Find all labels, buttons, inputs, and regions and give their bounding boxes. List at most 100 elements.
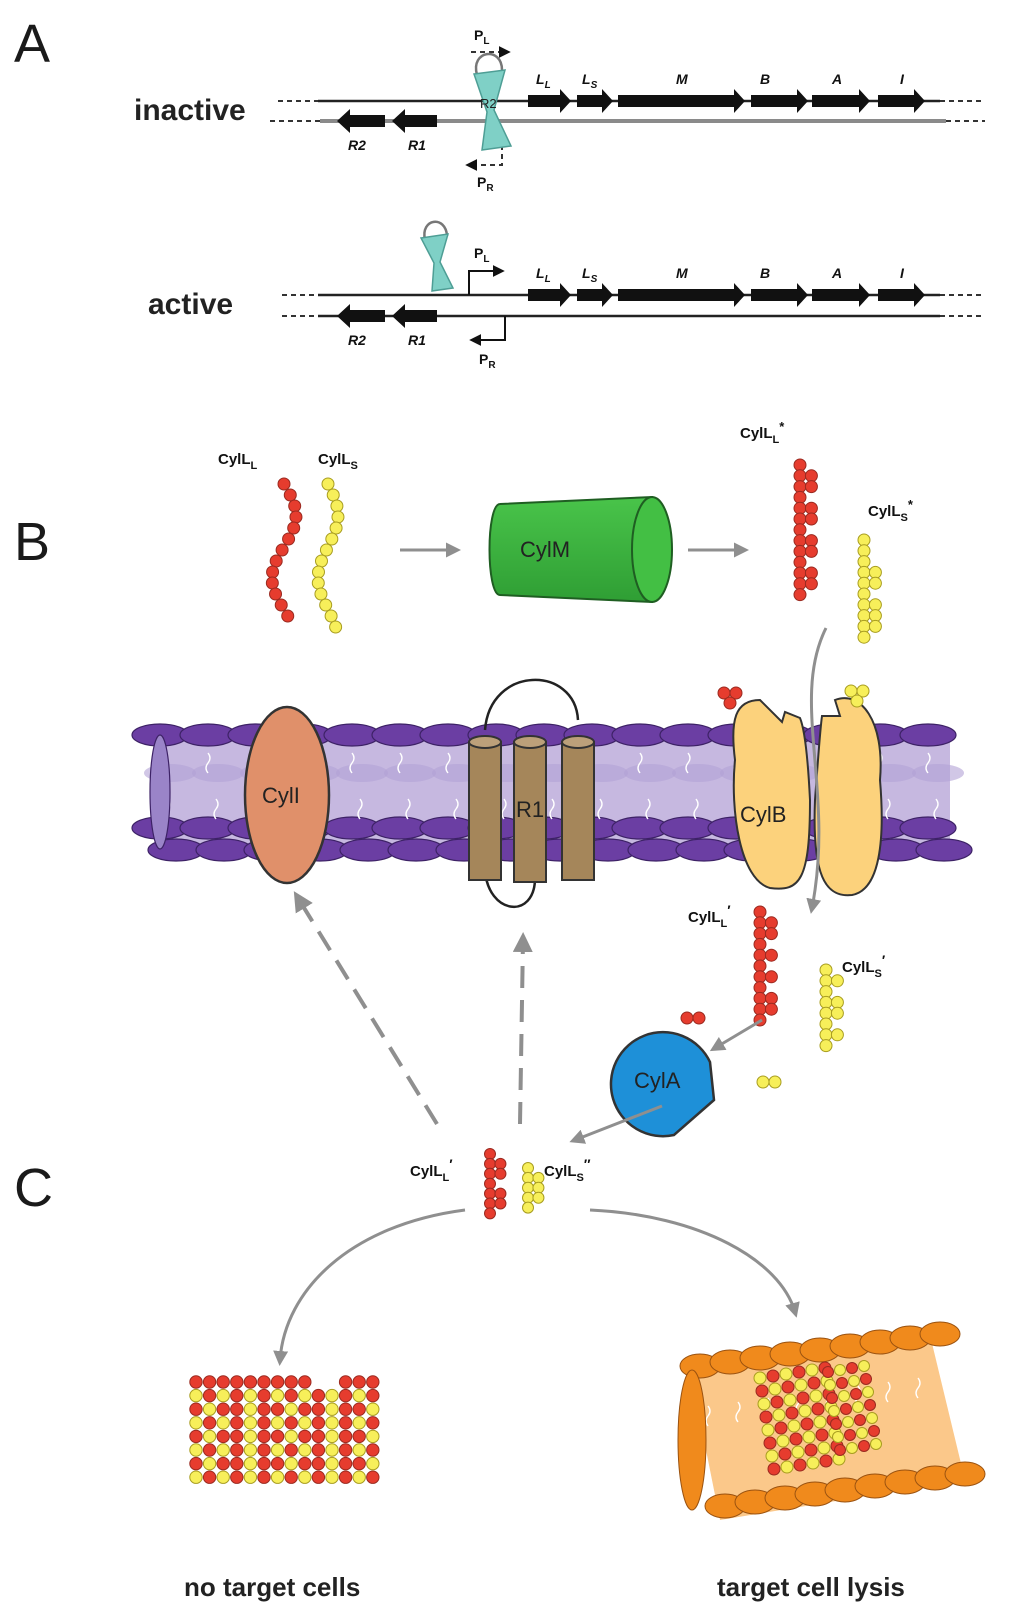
peptide-bead [793,577,807,591]
cyll-l-prime-label: CylLL′ [688,902,731,930]
gene-ll-arrow [528,89,571,113]
peptide-bead [366,1388,380,1403]
peptide-bead [270,1388,285,1403]
peptide-bead [778,1447,792,1461]
target-lipid-tail [945,1373,951,1395]
peptide-bead [532,1181,545,1194]
lipid-tail [205,752,211,774]
peptide-bead [230,1388,244,1403]
membrane-edge [149,734,171,850]
peptide-bead [819,1039,833,1053]
promoter-pr-arrow [465,145,503,171]
peptide-bead [298,1388,312,1403]
active-gene-r2-label: R2 [348,332,366,348]
peptide-bead [311,1470,326,1484]
peptide-bead [202,1456,217,1471]
state-active-label: active [148,288,233,321]
lipid-tail [885,798,891,820]
outcome-lysis-label: target cell lysis [717,1572,905,1602]
peptide-bead [791,1445,805,1459]
peptide-bead [830,995,844,1009]
peptide-bead [819,1454,833,1468]
arrow-to-no-target [273,1208,466,1366]
lipid-tail [397,752,403,774]
peptide-bead [287,521,301,535]
peptide-bead [319,543,333,557]
peptide-bead [243,1443,258,1457]
peptide-bead [325,1443,339,1457]
peptide-bead [809,1389,823,1403]
peptide-bead [522,1201,534,1214]
peptide-bead [753,905,767,919]
peptide-bead [804,501,818,515]
lipid-tail [549,798,555,820]
gene-m-label: M [676,71,688,87]
peptide-bead [366,1402,380,1416]
active-gene-m-arrow [618,283,745,307]
peptide-bead [257,1375,271,1389]
peptide-bead [780,1460,794,1474]
peptide-bead [761,1423,775,1437]
peptide-bead [311,1429,326,1444]
peptide-bead [311,1388,326,1403]
peptide-bead [269,554,283,568]
peptide-bead [325,1416,339,1430]
peptide-bead [857,587,871,601]
peptide-bead [284,1429,298,1444]
peptide-bead [321,477,335,491]
peptide-bead [767,1462,781,1476]
cyll-s-unmodified-chain [311,477,345,634]
peptide-bead [329,620,343,634]
peptide-bead [793,523,807,537]
peptide-bead [830,974,844,988]
peptide-bead [858,1360,870,1372]
peptide-bead [857,609,871,623]
peptide-bead [284,1402,298,1416]
peptide-bead [838,1390,850,1402]
lipid-tail [637,752,643,774]
peptide-bead [772,1408,786,1422]
cyll-s-mature-label: CylLS″ [544,1156,591,1184]
peptide-bead [753,1371,767,1385]
peptide-bead [793,1458,807,1472]
peptide-bead [484,1197,496,1210]
peptide-bead [270,1470,285,1484]
active-gene-r1-label: R1 [408,332,426,348]
peptide-bead [216,1416,230,1430]
cleaved-leader-l [717,686,743,710]
peptide-bead [311,1456,326,1471]
peptide-bead [189,1443,203,1457]
peptide-bead [216,1388,230,1403]
peptide-bead [798,1404,812,1418]
peptide-bead [269,587,283,601]
peptide-bead [202,1402,217,1416]
peptide-bead [793,458,807,472]
gene-ll-label: LL [536,71,551,91]
peptide-bead [783,1393,797,1407]
lipid-tail [501,798,507,820]
cyll-s-modified-chain [857,533,882,644]
peptide-bead [753,916,767,930]
cleaved-prop-l [680,1011,706,1025]
peptide-bead [846,1362,858,1374]
peptide-bead [802,1430,816,1444]
peptide-bead [319,598,333,612]
promoter-pr-label: PR [477,174,494,194]
peptide-bead [298,1470,312,1484]
cyll-l-modified-chain [793,458,818,602]
peptide-bead [793,480,807,494]
lipid-tail [693,798,699,820]
peptide-bead [759,1410,773,1424]
target-lipid-head [944,1461,986,1487]
peptide-bead [311,1402,326,1416]
peptide-bead [868,1425,880,1437]
peptide-bead [216,1402,230,1416]
peptide-bead [868,609,882,623]
peptide-bead [522,1181,534,1194]
active-gene-b-arrow [751,283,808,307]
peptide-bead [826,1392,838,1404]
induction-arrow-to-cyli [293,891,439,1126]
peptide-bead [864,1399,876,1411]
peptide-bead [202,1429,217,1444]
